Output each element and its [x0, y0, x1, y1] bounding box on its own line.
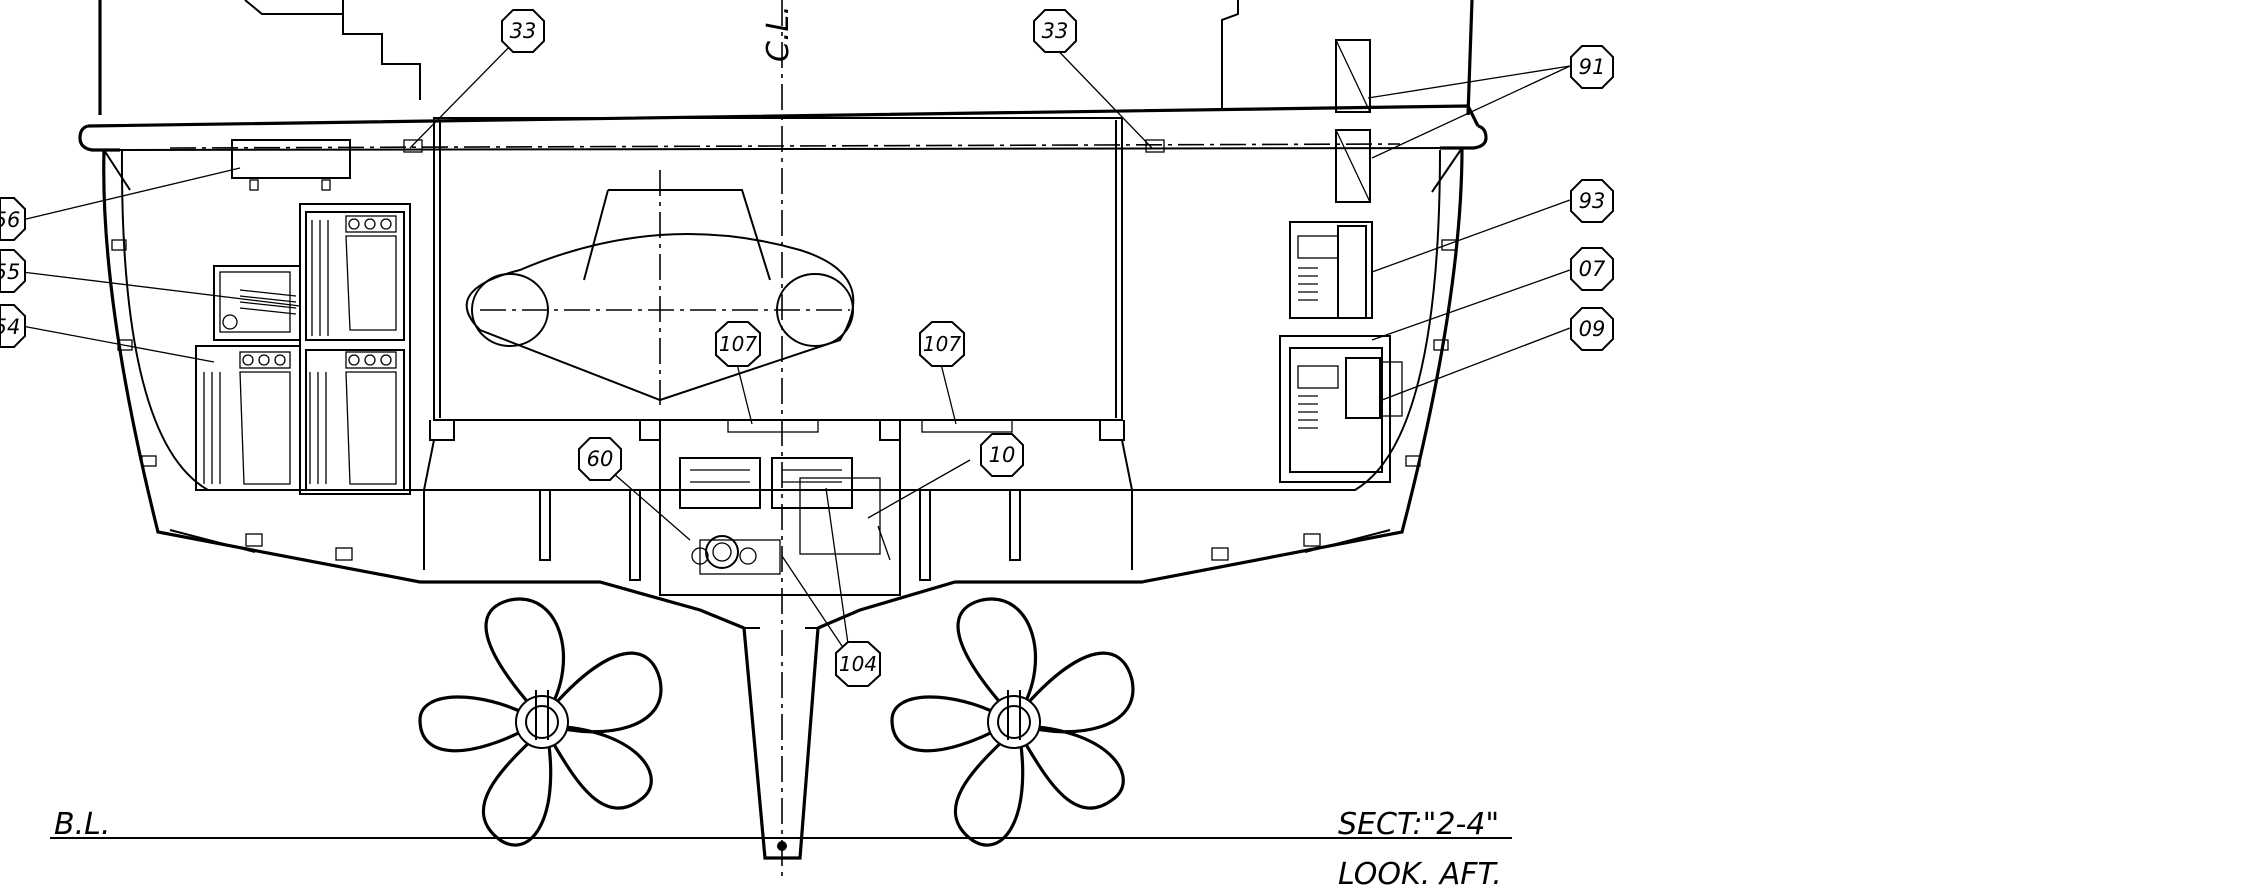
- callout-60: 60: [578, 437, 622, 481]
- callout-10-label: 10: [989, 443, 1016, 467]
- view-direction-label: LOOK. AFT.: [1338, 857, 1502, 891]
- callout-55-label: 55: [0, 260, 20, 284]
- skeg: [742, 627, 820, 860]
- callout-54: 54: [0, 304, 26, 348]
- callout-09: 09: [1570, 307, 1614, 351]
- callout-93-label: 93: [1579, 189, 1606, 213]
- callout-09-label: 09: [1579, 317, 1606, 341]
- callout-91-label: 91: [1579, 55, 1606, 79]
- callout-33-left: 33: [501, 9, 545, 53]
- section-label: SECT:"2-4": [1338, 807, 1499, 842]
- callout-56-label: 56: [0, 208, 20, 232]
- callout-56: 56: [0, 197, 26, 241]
- main-deck: [78, 104, 1488, 152]
- callout-07-label: 07: [1579, 257, 1606, 281]
- callout-107-left-label: 107: [719, 332, 757, 356]
- baseline-label: B.L.: [54, 807, 110, 842]
- leader-lines: [21, 37, 1571, 659]
- superstructure: [98, 0, 1474, 116]
- centerline-label: C.L.: [761, 5, 796, 62]
- callout-107-right: 107: [919, 321, 965, 367]
- callout-33-left-label: 33: [510, 19, 537, 43]
- propeller-right: [890, 597, 1135, 847]
- switchboard-cabinets: [195, 139, 411, 495]
- callout-104-label: 104: [839, 652, 877, 676]
- callout-55: 55: [0, 249, 26, 293]
- callout-107-right-label: 107: [923, 332, 961, 356]
- callout-54-label: 54: [0, 315, 20, 339]
- callout-07: 07: [1570, 247, 1614, 291]
- callout-91: 91: [1570, 45, 1614, 89]
- hull-plates: [111, 139, 1457, 561]
- right-equipment-cabinet: [1279, 39, 1403, 483]
- deck-reference-line: [169, 143, 1401, 149]
- callout-33-right: 33: [1033, 9, 1077, 53]
- callout-104: 104: [835, 641, 881, 687]
- callout-10: 10: [980, 433, 1024, 477]
- hold-equipment-outline: [465, 170, 855, 405]
- hull-outline: [102, 147, 1464, 630]
- callout-60-label: 60: [587, 447, 614, 471]
- callout-107-left: 107: [715, 321, 761, 367]
- centre-hold: [423, 117, 1133, 596]
- pump-assemblies: [679, 419, 1013, 575]
- callout-33-right-label: 33: [1042, 19, 1069, 43]
- propeller-left: [418, 597, 663, 847]
- callout-93: 93: [1570, 179, 1614, 223]
